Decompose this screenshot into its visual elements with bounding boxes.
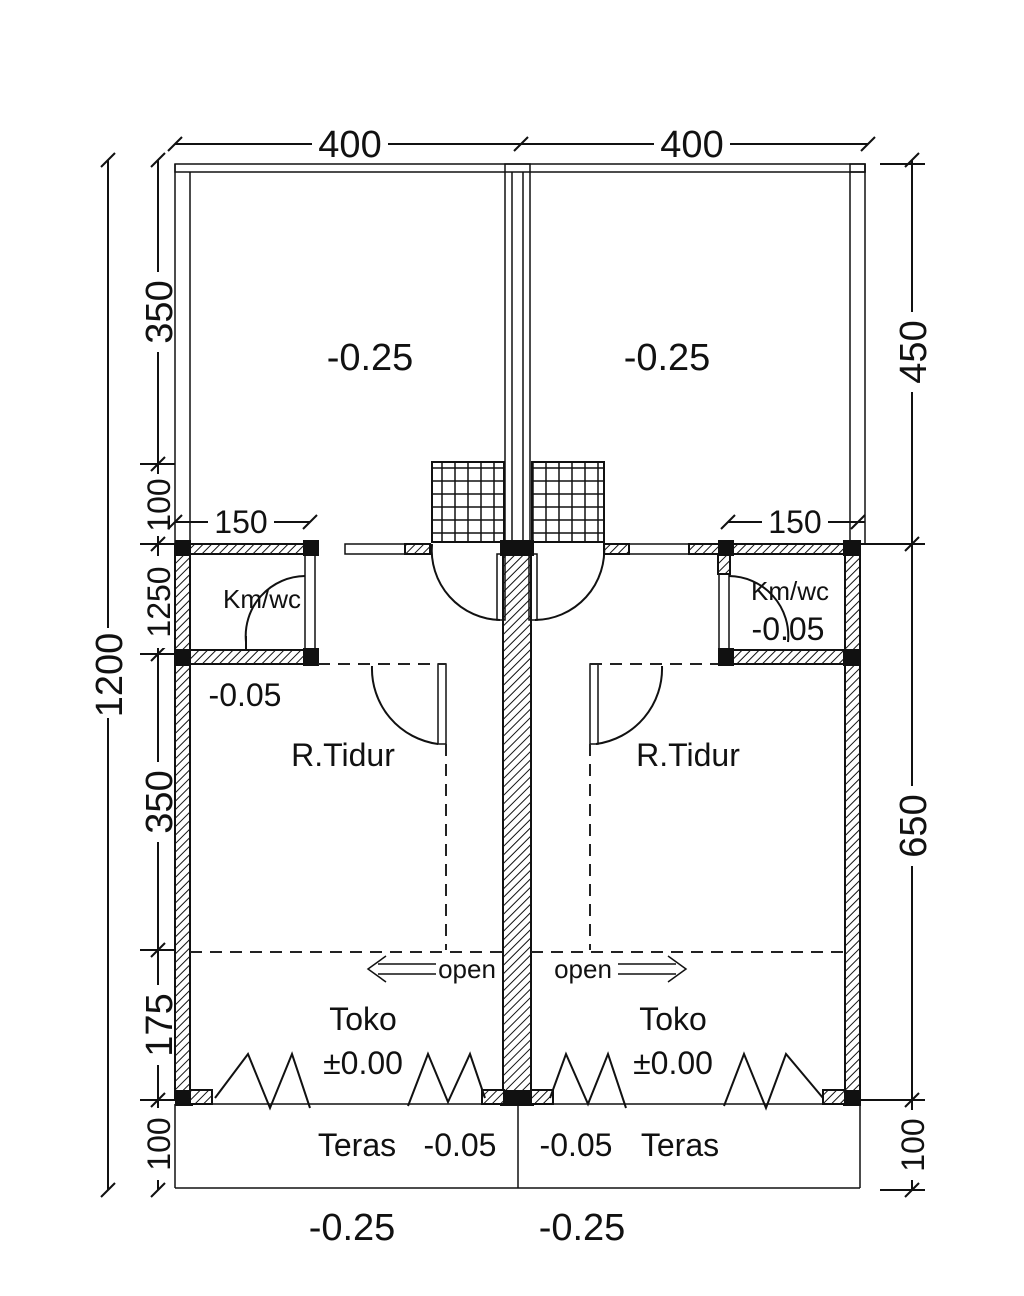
terrace-right-label: Teras [641, 1127, 719, 1163]
top-dimension-line: 400 400 [167, 124, 876, 166]
back-yard [174, 163, 866, 545]
shop-left-level: ±0.00 [323, 1045, 403, 1081]
bedroom-right-label: R.Tidur [636, 737, 740, 773]
dim-right-2: 650 [893, 794, 935, 857]
shop-left-label: Toko [329, 1001, 397, 1037]
left-outer-dimension: 1200 [89, 152, 131, 1198]
front-right-level: -0.25 [539, 1207, 626, 1249]
yard-right-level: -0.25 [624, 337, 711, 379]
shop-right-label: Toko [639, 1001, 707, 1037]
wc-left-label: Km/wc [223, 584, 301, 614]
dim-left-2: 100 [141, 478, 177, 531]
wc-doors [244, 575, 790, 650]
wc-width-dimensions: 150 150 [167, 504, 866, 540]
left-inner-dimension: 350 100 1250 350 175 100 [139, 152, 181, 1198]
dim-left-total: 1200 [89, 633, 131, 718]
dashed-partitions [190, 663, 845, 953]
terrace-left-label: Teras [318, 1127, 396, 1163]
walls [174, 540, 861, 1106]
open-arrow-left [366, 955, 436, 983]
grid-floor-right [531, 461, 605, 543]
dim-left-1: 350 [139, 280, 181, 343]
dim-top-left: 400 [318, 124, 381, 166]
dim-right-3: 100 [895, 1118, 931, 1171]
yard-left-level: -0.25 [327, 337, 414, 379]
shop-right-level: ±0.00 [633, 1045, 713, 1081]
dim-left-3: 1250 [141, 566, 177, 637]
right-dimension: 450 650 100 [860, 152, 935, 1198]
terrace-left-level: -0.05 [424, 1127, 497, 1163]
dim-wc-left: 150 [214, 504, 267, 540]
open-right-label: open [554, 954, 612, 984]
wc-left-level: -0.05 [209, 677, 282, 713]
terrace [174, 1103, 861, 1189]
wc-right-label: Km/wc [751, 576, 829, 606]
dim-wc-right: 150 [768, 504, 821, 540]
back-doors [430, 543, 606, 621]
dim-left-6: 100 [141, 1117, 177, 1170]
bedroom-left-label: R.Tidur [291, 737, 395, 773]
front-left-level: -0.25 [309, 1207, 396, 1249]
dim-top-right: 400 [660, 124, 723, 166]
folding-doors [214, 1051, 824, 1111]
open-arrow-right [618, 955, 688, 983]
dim-right-1: 450 [893, 320, 935, 383]
grid-floor-left [431, 461, 505, 543]
terrace-right-level: -0.05 [540, 1127, 613, 1163]
open-left-label: open [438, 954, 496, 984]
wc-right-level: -0.05 [752, 611, 825, 647]
